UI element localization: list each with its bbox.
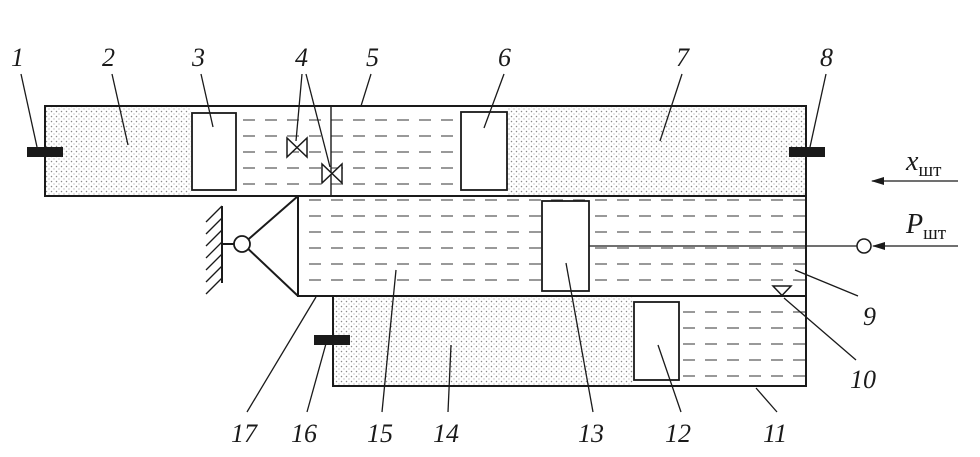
leader-4b <box>305 73 331 168</box>
leader-5 <box>360 73 372 107</box>
leader-15 <box>381 269 397 413</box>
leader-8 <box>809 73 827 148</box>
label-8: 8 <box>820 43 833 72</box>
label-14: 14 <box>433 419 459 448</box>
gas-chamber-2 <box>45 106 191 196</box>
leader-14 <box>447 344 452 413</box>
main-cylinder <box>297 195 872 306</box>
separator-piston-6 <box>460 111 508 191</box>
mount-link-lower <box>242 243 299 297</box>
valve-4b-icon <box>321 162 343 185</box>
rod-joint-icon <box>856 238 872 254</box>
label-15: 15 <box>367 419 393 448</box>
wall-hatching <box>205 205 223 295</box>
label-9: 9 <box>863 302 876 331</box>
leader-9 <box>794 269 859 297</box>
leader-17 <box>246 296 317 413</box>
mount-link-upper <box>242 195 299 245</box>
leader-6 <box>483 73 505 129</box>
leader-11 <box>755 387 778 413</box>
leader-16 <box>306 339 328 413</box>
separator-piston-3 <box>191 112 237 191</box>
lower-cylinder <box>314 295 807 387</box>
x-symbol: xшт <box>905 146 942 181</box>
p-symbol: Pшт <box>905 209 947 244</box>
label-10: 10 <box>850 365 876 394</box>
label-5: 5 <box>366 43 379 72</box>
input-x: xшт <box>871 146 958 185</box>
liquid-chamber-5 <box>191 106 508 196</box>
upper-cylinder <box>27 105 825 197</box>
plug-8 <box>789 147 825 157</box>
leader-lines <box>20 73 859 413</box>
label-13: 13 <box>578 419 604 448</box>
hinged-mount <box>205 195 299 297</box>
gas-chamber-14 <box>333 296 633 386</box>
leader-2 <box>111 73 129 146</box>
label-4: 4 <box>295 43 308 72</box>
label-17: 17 <box>231 419 258 448</box>
leader-3 <box>200 73 214 128</box>
input-p: Pшт <box>872 209 958 250</box>
hinge-icon <box>233 235 251 253</box>
gas-chamber-7 <box>508 106 806 196</box>
plug-16 <box>314 335 350 345</box>
valve-4a-icon <box>286 136 308 159</box>
leader-13 <box>565 262 594 413</box>
label-3: 3 <box>191 43 205 72</box>
leader-1 <box>20 73 38 148</box>
label-16: 16 <box>291 419 317 448</box>
label-12: 12 <box>665 419 691 448</box>
leader-4a <box>295 73 303 142</box>
leader-12 <box>657 344 682 413</box>
label-2: 2 <box>102 43 115 72</box>
main-piston-13 <box>541 200 590 292</box>
leader-10 <box>783 297 857 361</box>
label-6: 6 <box>498 43 511 72</box>
label-1: 1 <box>11 43 24 72</box>
plug-1 <box>27 147 63 157</box>
callout-labels: 1 2 3 4 5 6 7 8 9 10 11 12 13 14 15 16 1… <box>11 43 876 448</box>
separator-piston-12 <box>633 301 680 381</box>
label-11: 11 <box>763 419 787 448</box>
label-7: 7 <box>676 43 690 72</box>
leader-7 <box>659 73 683 142</box>
